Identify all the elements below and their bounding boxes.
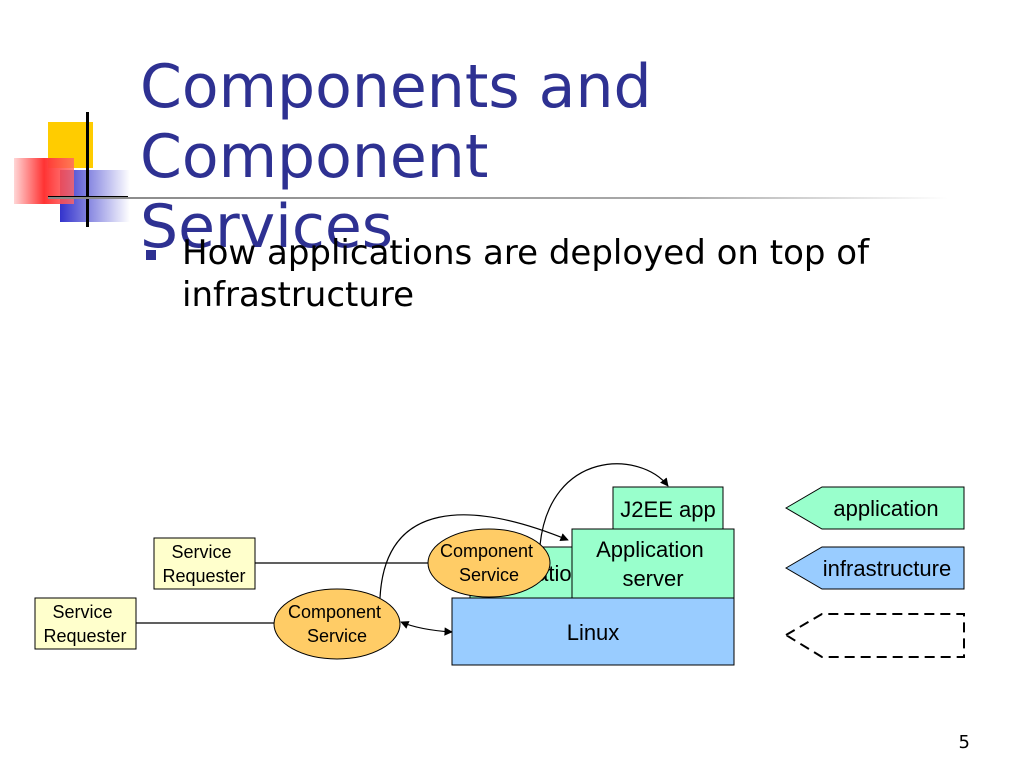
j2ee-app-box bbox=[612, 486, 724, 530]
component-service-top-line: Component bbox=[440, 541, 533, 561]
component-service-bottom-label: Component Service bbox=[288, 602, 386, 646]
linux-label: Linux bbox=[567, 620, 620, 645]
legend-application-label: application bbox=[833, 496, 938, 521]
service-requester-top-line: Requester bbox=[162, 566, 245, 586]
application-server-label-line: server bbox=[622, 566, 683, 591]
component-service-top-line: Service bbox=[459, 565, 519, 585]
service-requester-top-label: Service Requester bbox=[162, 542, 245, 586]
component-service-bottom-line: Service bbox=[307, 626, 367, 646]
component-service-bottom-line: Component bbox=[288, 602, 381, 622]
connector-component-top-to-j2ee bbox=[539, 463, 669, 546]
page-number: 5 bbox=[958, 732, 970, 753]
legend-infrastructure-shape bbox=[785, 546, 965, 590]
service-requester-bottom-box bbox=[34, 597, 137, 650]
connector-component-bottom-to-linux bbox=[400, 621, 453, 636]
title-divider bbox=[48, 197, 948, 199]
application-server-label: Application server bbox=[596, 537, 710, 591]
corner-squares-icon bbox=[14, 112, 130, 227]
component-service-bottom bbox=[273, 588, 401, 660]
service-requester-bottom-line: Service bbox=[52, 602, 112, 622]
service-requester-bottom-line: Requester bbox=[43, 626, 126, 646]
linux-box bbox=[451, 597, 735, 666]
j2ee-app-label: J2EE app bbox=[620, 497, 715, 522]
service-requester-top-line: Service bbox=[171, 542, 231, 562]
component-service-top bbox=[427, 528, 551, 598]
service-requester-top-box bbox=[153, 537, 256, 590]
bullet-text: How applications are deployed on top of … bbox=[182, 233, 870, 315]
slide-title-line-1: Components and Component bbox=[140, 52, 652, 192]
legend-application-shape bbox=[785, 486, 965, 530]
slide-title-line-2: Services bbox=[140, 192, 394, 262]
legend-empty-shape bbox=[784, 613, 965, 658]
legend: application infrastructure bbox=[784, 486, 965, 658]
bullet-marker-icon bbox=[146, 250, 156, 260]
connector-component-bottom-up bbox=[379, 514, 569, 599]
legend-infrastructure-label: infrastructure bbox=[823, 556, 951, 581]
slide-title: Components and Component Services bbox=[140, 52, 1000, 262]
component-service-top-label: Component Service bbox=[440, 541, 538, 585]
service-requester-bottom-label: Service Requester bbox=[43, 602, 126, 646]
application-server-label-line: Application bbox=[596, 537, 704, 562]
